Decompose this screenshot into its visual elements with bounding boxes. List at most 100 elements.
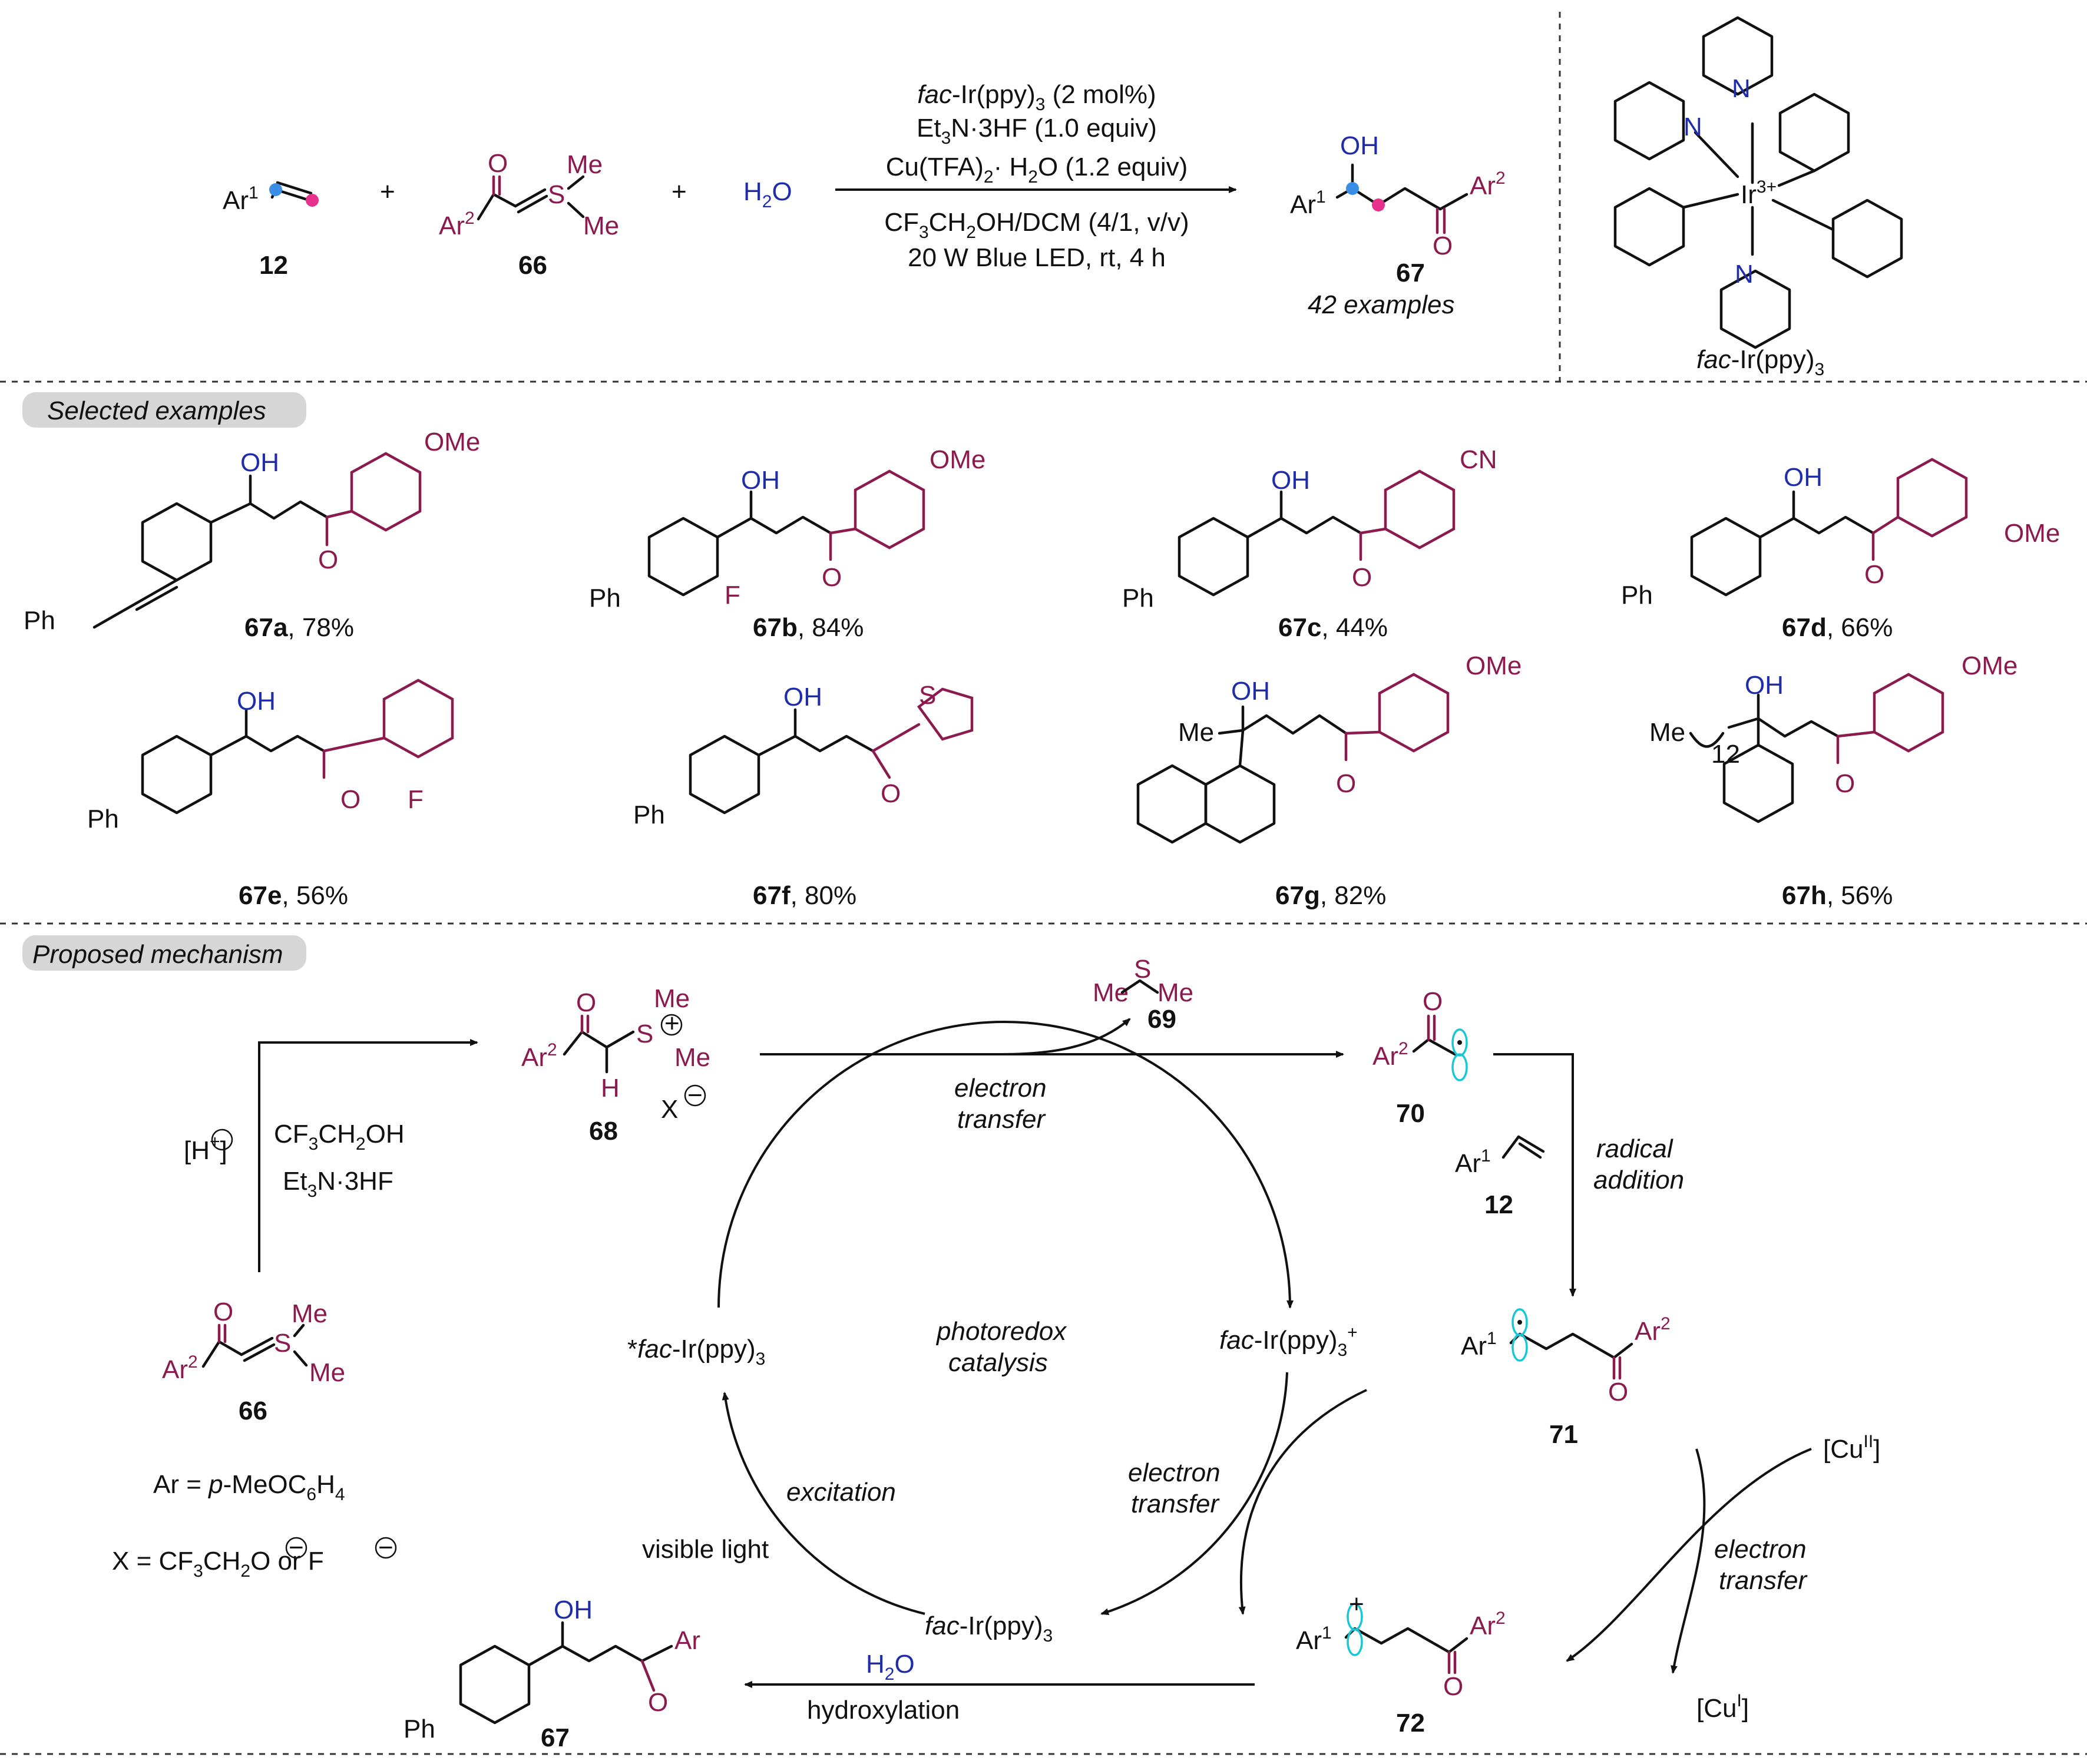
x-definition: X = CF3CH2O or F xyxy=(112,1547,324,1581)
label-67: 67 xyxy=(1396,259,1425,287)
svg-text:X: X xyxy=(661,1095,678,1124)
label-71: 71 xyxy=(1549,1420,1578,1449)
svg-text:67h, 56%: 67h, 56% xyxy=(1782,881,1893,910)
mechanism-tag xyxy=(22,935,306,971)
svg-text:S: S xyxy=(636,1020,653,1048)
svg-text:Ar1: Ar1 xyxy=(1290,187,1326,219)
reagent-66: Ar2 O S Me Me 66 xyxy=(439,149,619,280)
label-70: 70 xyxy=(1396,1099,1425,1128)
mechanism-compound-70: Ar2 O 70 xyxy=(1372,987,1468,1128)
svg-text:S: S xyxy=(548,180,565,209)
svg-text:fac-Ir(ppy)3: fac-Ir(ppy)3 xyxy=(925,1611,1053,1646)
svg-text:electron: electron xyxy=(1128,1458,1221,1487)
plus-sign-2: + xyxy=(672,177,687,206)
svg-text:OH: OH xyxy=(741,466,780,495)
example-67c: OH O CN Ph 67c, 44% xyxy=(1122,445,1497,642)
svg-text:OH: OH xyxy=(1271,466,1310,495)
ar-definition: Ar = p-MeOC6H4 xyxy=(153,1470,345,1504)
svg-text:Me: Me xyxy=(654,984,690,1013)
svg-text:Me: Me xyxy=(674,1043,710,1072)
svg-text:S: S xyxy=(274,1329,291,1358)
svg-text:excitation: excitation xyxy=(786,1478,896,1507)
svg-text:O: O xyxy=(822,563,842,592)
label-12: 12 xyxy=(259,251,288,280)
svg-text:H: H xyxy=(601,1074,620,1103)
svg-text:67d, 66%: 67d, 66% xyxy=(1782,613,1893,642)
svg-text:Ar1: Ar1 xyxy=(1296,1623,1332,1655)
svg-text:Et3N·3HF: Et3N·3HF xyxy=(283,1167,393,1201)
svg-text:photoredox: photoredox xyxy=(935,1317,1067,1346)
svg-text:O: O xyxy=(1352,563,1372,592)
svg-text:OMe: OMe xyxy=(1466,651,1522,680)
svg-text:[H+]: [H+] xyxy=(184,1132,227,1165)
svg-text:OMe: OMe xyxy=(424,428,480,456)
svg-text:Et3N·3HF (1.0 equiv): Et3N·3HF (1.0 equiv) xyxy=(917,114,1157,148)
svg-text:*fac-Ir(ppy)3: *fac-Ir(ppy)3 xyxy=(627,1335,765,1369)
example-67g: OH Me O OMe 67g, 82% xyxy=(1136,651,1522,910)
reagent-12: Ar1 12 xyxy=(223,181,319,280)
svg-text:Ar2: Ar2 xyxy=(1635,1314,1671,1346)
plus-sign-1: + xyxy=(380,177,395,206)
svg-text:N: N xyxy=(1735,260,1754,289)
svg-text:OH: OH xyxy=(1745,671,1784,700)
svg-text:67a, 78%: 67a, 78% xyxy=(244,613,354,642)
svg-text:O: O xyxy=(318,545,338,574)
example-67d: OH O OMe Ph 67d, 66% xyxy=(1621,458,2060,642)
svg-text:O: O xyxy=(1423,987,1443,1016)
svg-text:Ph: Ph xyxy=(589,584,621,613)
svg-text:OMe: OMe xyxy=(2004,519,2060,548)
svg-text:Ph: Ph xyxy=(633,800,665,829)
svg-text:addition: addition xyxy=(1593,1166,1684,1194)
highlight-atom-pink xyxy=(306,194,319,207)
svg-text:O: O xyxy=(1336,769,1356,798)
svg-text:Ph: Ph xyxy=(24,606,55,635)
svg-text:F: F xyxy=(725,581,740,610)
svg-text:Me: Me xyxy=(309,1358,345,1387)
svg-text:[CuII]: [CuII] xyxy=(1823,1432,1880,1464)
product-67: OH Ar1 O Ar2 67 42 examples xyxy=(1290,131,1506,319)
label-68: 68 xyxy=(589,1117,618,1146)
svg-text:N: N xyxy=(1732,74,1751,103)
svg-text:O: O xyxy=(340,785,360,814)
svg-text:N: N xyxy=(1684,112,1702,141)
svg-text:20 W Blue LED, rt, 4 h: 20 W Blue LED, rt, 4 h xyxy=(908,243,1166,272)
svg-text:catalysis: catalysis xyxy=(948,1348,1048,1377)
svg-text:O: O xyxy=(1864,560,1884,589)
svg-text:radical: radical xyxy=(1596,1134,1673,1163)
svg-text:O: O xyxy=(1433,231,1453,260)
selected-examples-tag xyxy=(22,392,306,428)
svg-text:67g, 82%: 67g, 82% xyxy=(1275,881,1386,910)
svg-text:Cu(TFA)2· H2O (1.2 equiv): Cu(TFA)2· H2O (1.2 equiv) xyxy=(886,153,1188,187)
svg-text:Ar2: Ar2 xyxy=(1470,168,1506,200)
svg-text:O: O xyxy=(488,149,508,178)
label-66-mech: 66 xyxy=(239,1396,267,1425)
svg-text:Ar2: Ar2 xyxy=(1470,1609,1506,1640)
example-67f: OH O S Ph 67f, 80% xyxy=(633,681,974,910)
svg-text:67c, 44%: 67c, 44% xyxy=(1278,613,1388,642)
svg-text:O: O xyxy=(1608,1378,1628,1406)
example-67h: Me 12 OH O OMe 67h, 56% xyxy=(1649,651,2017,910)
svg-text:CF3CH2OH/DCM (4/1, v/v): CF3CH2OH/DCM (4/1, v/v) xyxy=(884,208,1189,242)
mechanism-compound-12: Ar1 12 xyxy=(1455,1135,1545,1219)
svg-text:Ar2: Ar2 xyxy=(439,208,475,240)
svg-text:O: O xyxy=(881,779,901,808)
catalyst-caption: fac-Ir(ppy)3 xyxy=(1696,345,1824,379)
svg-text:OH: OH xyxy=(1784,463,1823,492)
svg-text:OH: OH xyxy=(1340,131,1379,160)
svg-text:O: O xyxy=(213,1298,233,1326)
svg-text:Me: Me xyxy=(1649,718,1685,747)
svg-text:Ar1: Ar1 xyxy=(1461,1329,1497,1361)
svg-text:OH: OH xyxy=(783,683,822,711)
svg-text:OMe: OMe xyxy=(1962,651,2017,680)
svg-text:CF3CH2OH: CF3CH2OH xyxy=(274,1120,405,1154)
svg-text:[CuI]: [CuI] xyxy=(1696,1691,1749,1723)
svg-text:Ar1: Ar1 xyxy=(1455,1146,1491,1178)
svg-text:Ph: Ph xyxy=(1122,584,1154,613)
svg-text:O: O xyxy=(576,988,596,1017)
mechanism-compound-72: Ar1 + O Ar2 72 xyxy=(1296,1590,1506,1737)
label-72: 72 xyxy=(1396,1709,1425,1737)
examples-count: 42 examples xyxy=(1308,290,1454,319)
mechanism-compound-68: Ar2 O H S + Me Me X − 68 xyxy=(521,984,710,1146)
label-69: 69 xyxy=(1147,1005,1176,1034)
example-67e: OH O F Ph 67e, 56% xyxy=(87,679,454,910)
